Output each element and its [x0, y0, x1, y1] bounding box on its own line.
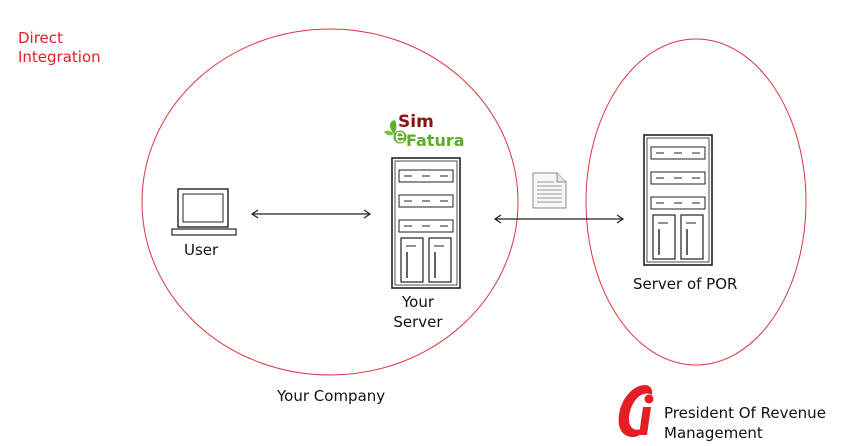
user-server-arrow	[250, 209, 372, 219]
your-server-label: Your Server	[393, 293, 443, 331]
por-boundary	[585, 38, 807, 366]
brand-fatura-text: Fatura	[406, 131, 465, 150]
document-icon	[532, 172, 567, 209]
company-label: Your Company	[277, 387, 386, 405]
organization-label: President Of Revenue Management	[664, 404, 826, 442]
server-icon	[391, 157, 461, 289]
gib-logo-icon	[618, 385, 654, 437]
diagram-title: Direct Integration	[18, 29, 101, 66]
computer-icon	[171, 188, 237, 236]
leaf-icon	[384, 120, 397, 136]
server-por-arrow	[493, 214, 625, 224]
user-label: User	[184, 241, 219, 259]
por-server-icon	[643, 134, 713, 266]
brand-sim-text: Sim	[398, 112, 434, 132]
brand-e-icon	[393, 130, 407, 144]
por-server-label: Server of POR	[633, 275, 738, 293]
company-boundary	[141, 28, 519, 376]
